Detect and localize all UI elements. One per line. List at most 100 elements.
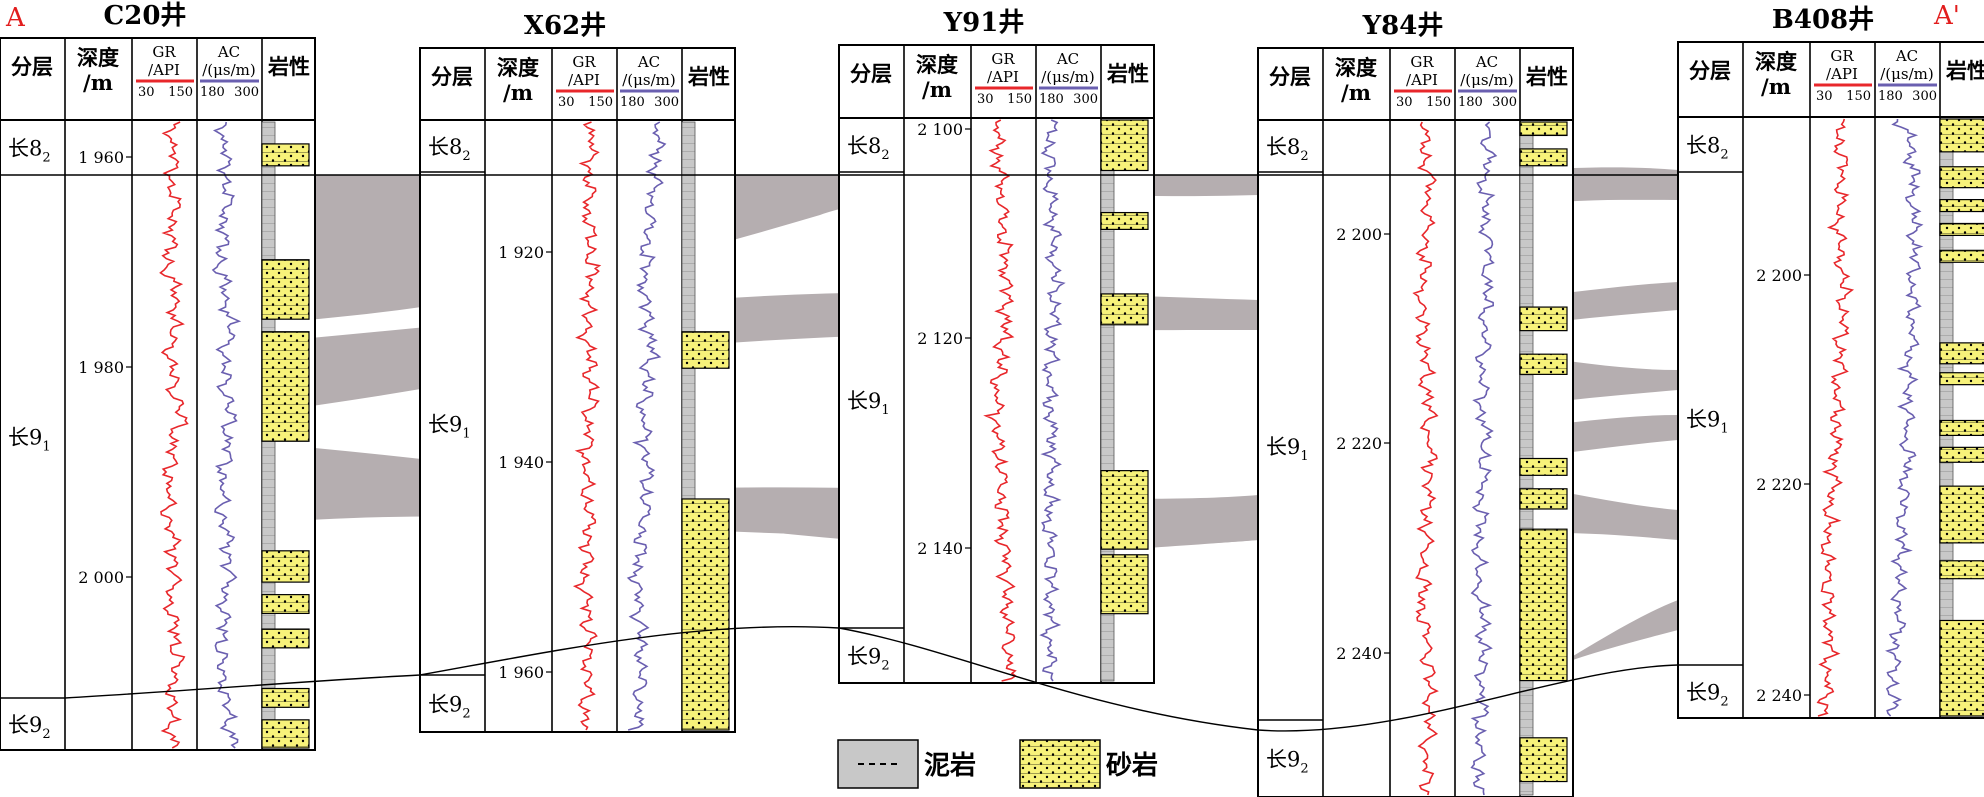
depth-unit-label: /m	[503, 80, 533, 105]
gr-scale-max: 150	[168, 85, 193, 100]
zone-label-chang9-2: 长92	[8, 713, 51, 742]
zone-label-chang9-1: 长91	[1266, 435, 1309, 464]
gr-scale-max: 150	[1007, 92, 1032, 107]
sandstone-bed	[261, 594, 310, 615]
legend-sandstone-swatch	[1019, 739, 1101, 789]
ac-scale-min: 180	[620, 95, 645, 110]
legend-mudstone-swatch	[837, 739, 919, 789]
ac-scale-max: 300	[234, 85, 259, 100]
zone-label-chang8-2-name: 长8	[847, 134, 881, 158]
horizon-top-chang9-2	[64, 626, 1679, 732]
sandstone-bed	[261, 628, 310, 649]
zone-label-chang8-2-name: 长8	[1686, 134, 1720, 158]
zone-column-header: 分层	[850, 61, 892, 86]
sandstone-bed	[261, 143, 310, 167]
zone-label-chang8-2: 长82	[428, 135, 471, 164]
zone-label-chang9-2-subscript: 2	[1300, 762, 1308, 777]
sandstone-bed	[1100, 119, 1149, 172]
depth-unit-label: /m	[83, 70, 113, 95]
ac-scale-min: 180	[1878, 89, 1903, 104]
depth-column-header: 深度	[916, 52, 958, 77]
legend-sandstone-label: 砂岩	[1106, 751, 1158, 781]
gr-scale-min: 30	[1396, 95, 1413, 110]
zone-label-chang9-2-subscript: 2	[1720, 695, 1728, 710]
gr-track-header: GR	[1830, 47, 1854, 65]
ac-log-curve	[1470, 121, 1498, 796]
gr-unit-label: /API	[987, 68, 1019, 86]
depth-tick-label: 2 240	[1756, 686, 1802, 705]
ac-unit-label: /(μs/m)	[202, 61, 255, 79]
sandstone-bed	[1939, 446, 1984, 463]
ac-scale-max: 300	[654, 95, 679, 110]
sandstone-bed	[1519, 353, 1568, 375]
sandstone-bed	[1519, 148, 1568, 167]
zone-label-chang9-1: 长91	[8, 426, 51, 455]
zone-label-chang9-1-subscript: 1	[462, 427, 470, 442]
depth-column-header: 深度	[77, 45, 119, 70]
ac-log-curve	[1039, 119, 1066, 682]
depth-column-header: 深度	[1755, 49, 1797, 74]
sandstone-bed	[261, 719, 310, 749]
zone-label-chang8-2: 长82	[847, 134, 890, 163]
ac-track-header: AC	[637, 53, 660, 71]
ac-scale-min: 180	[200, 85, 225, 100]
ac-log-curve	[211, 121, 242, 749]
zone-label-chang9-2: 长92	[1266, 748, 1309, 777]
zone-label-chang8-2-name: 长8	[8, 137, 42, 161]
sandstone-bed	[261, 331, 310, 442]
legend-mudstone-label: 泥岩	[924, 751, 976, 781]
zone-label-chang9-2-name: 长9	[1266, 748, 1300, 772]
zone-label-chang8-2: 长82	[1266, 135, 1309, 164]
zone-label-chang9-2-name: 长9	[847, 645, 881, 669]
gr-unit-label: /API	[1406, 71, 1438, 89]
depth-tick-label: 2 000	[78, 568, 124, 587]
zone-label-chang8-2-subscript: 2	[1720, 148, 1728, 163]
sandstone-bed	[1939, 222, 1984, 237]
zone-label-chang9-1-subscript: 1	[1300, 449, 1308, 464]
sandstone-bed	[681, 498, 730, 731]
depth-tick-label: 2 100	[917, 120, 963, 139]
lithology-column-header: 岩性	[267, 54, 310, 79]
sandstone-bed	[1519, 488, 1568, 510]
sandstone-bed	[1100, 470, 1149, 550]
zone-label-chang8-2: 长82	[1686, 134, 1729, 163]
gr-track-header: GR	[572, 53, 596, 71]
zone-label-chang9-1-name: 长9	[1266, 435, 1300, 459]
sandstone-bed	[681, 331, 730, 369]
depth-tick-label: 2 240	[1336, 644, 1382, 663]
zone-label-chang9-1-name: 长9	[8, 426, 42, 450]
zone-column-header: 分层	[431, 64, 473, 89]
zone-label-chang9-2-subscript: 2	[881, 659, 889, 674]
ac-track-header: AC	[217, 43, 240, 61]
zone-label-chang9-2-subscript: 2	[462, 707, 470, 722]
sandstone-bed	[1519, 737, 1568, 783]
ac-scale-min: 180	[1458, 95, 1483, 110]
depth-tick-label: 2 220	[1756, 475, 1802, 494]
ac-track-header: AC	[1475, 53, 1498, 71]
gr-unit-label: /API	[568, 71, 600, 89]
zone-label-chang9-1-name: 长9	[1686, 408, 1720, 432]
gr-scale-max: 150	[1846, 89, 1871, 104]
legend: 泥岩 砂岩	[837, 739, 1158, 789]
well-frame	[1677, 41, 1984, 719]
ac-scale-max: 300	[1492, 95, 1517, 110]
sandstone-bed	[1519, 457, 1568, 476]
ac-unit-label: /(μs/m)	[1880, 65, 1933, 83]
sandstone-bed	[1939, 342, 1984, 365]
zone-label-chang9-1-subscript: 1	[881, 403, 889, 418]
zone-column-header: 分层	[1689, 58, 1731, 83]
depth-tick-label: 2 220	[1336, 434, 1382, 453]
section-end-left: A	[5, 3, 26, 33]
depth-column-header: 深度	[1335, 55, 1377, 80]
sandstone-bed	[1939, 419, 1984, 437]
sandstone-bed	[261, 687, 310, 708]
depth-column-header: 深度	[497, 55, 539, 80]
zone-label-chang8-2-subscript: 2	[881, 148, 889, 163]
lithology-column-header: 岩性	[1525, 64, 1568, 89]
zone-label-chang9-2: 长92	[428, 693, 471, 722]
